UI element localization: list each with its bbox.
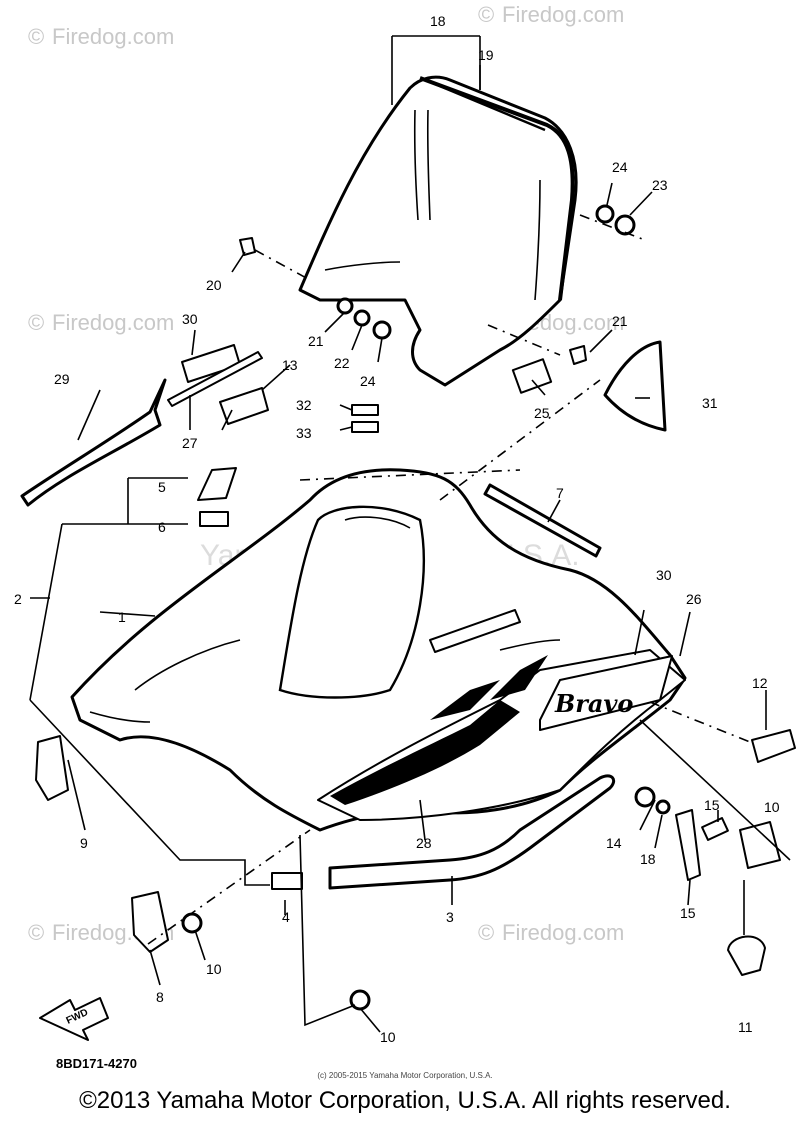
watermark-copyright: © — [478, 2, 494, 27]
hood-part: Bravo — [70, 468, 687, 832]
callout-15: 14 — [606, 835, 622, 851]
callout-31: 31 — [702, 395, 718, 411]
callout-13: 12 — [752, 675, 768, 691]
callout-32: 32 — [296, 397, 312, 413]
bravo-decal: Bravo — [539, 655, 673, 731]
callout-30b: 30 — [656, 567, 672, 583]
callout-21: 20 — [206, 277, 222, 293]
bracket-11 — [739, 821, 781, 869]
callout-17: 15 — [704, 797, 720, 813]
latch-8 — [131, 891, 169, 953]
pad-6 — [199, 511, 229, 527]
strip-7 — [483, 483, 602, 558]
callout-7: 7 — [556, 485, 564, 501]
seal-strip — [328, 774, 616, 890]
callout-27: 27 — [182, 435, 198, 451]
nut-24 — [595, 204, 615, 224]
washer-18 — [655, 799, 671, 815]
watermark-firedog: Firedog.com — [52, 310, 174, 335]
footer-copyright: ©2013 Yamaha Motor Corporation, U.S.A. A… — [79, 1087, 731, 1114]
decal-29 — [20, 378, 167, 507]
nut-24b — [372, 320, 392, 340]
watermark-copyright: © — [478, 920, 494, 945]
callout-26: 26 — [686, 591, 702, 607]
grommet-10 — [181, 912, 203, 934]
callout-21b: 21 — [612, 313, 628, 329]
knob-12 — [727, 935, 766, 976]
watermark-firedog: Firedog.com — [52, 24, 174, 49]
callout-6: 6 — [158, 519, 166, 535]
callout-8: 8 — [156, 989, 164, 1005]
watermark-firedog: Firedog.com — [502, 920, 624, 945]
windshield-part — [298, 75, 578, 387]
callout-10b: 10 — [380, 1029, 396, 1045]
hinge-13 — [751, 729, 796, 763]
latch-9 — [35, 735, 69, 801]
callout-5: 5 — [158, 479, 166, 495]
decal-31 — [603, 340, 667, 432]
callout-24b: 24 — [360, 373, 376, 389]
callout-28: 28 — [416, 835, 432, 851]
watermark-copyright: © — [28, 920, 44, 945]
nut-23b — [353, 309, 371, 327]
small-copyright: (c) 2005-2015 Yamaha Motor Corporation, … — [317, 1071, 493, 1080]
callout-25: 25 — [534, 405, 550, 421]
callout-1: 1 — [118, 609, 126, 625]
watermark-copyright: © — [28, 310, 44, 335]
callout-9: 9 — [80, 835, 88, 851]
sleeve-17 — [701, 817, 729, 841]
callout-30: 30 — [182, 311, 198, 327]
pad-4 — [271, 872, 303, 890]
callout-12: 11 — [738, 1019, 753, 1035]
callout-16: 15 — [680, 905, 696, 921]
callout-29: 29 — [54, 371, 70, 387]
callout-3: 3 — [446, 909, 454, 925]
callout-10: 10 — [206, 961, 222, 977]
watermark-copyright: © — [28, 24, 44, 49]
washer-22 — [336, 297, 354, 315]
bracket-16 — [675, 809, 701, 881]
leader-lines — [29, 35, 791, 1033]
pad-32 — [351, 404, 379, 416]
decal-text: Bravo — [554, 689, 633, 718]
callout-labels: 18 19 24 23 20 21 30 21 22 24 13 29 32 3… — [14, 13, 780, 1045]
callout-20: 19 — [478, 47, 494, 63]
callout-33: 33 — [296, 425, 312, 441]
screw-21b — [569, 345, 587, 365]
pad-25 — [511, 358, 553, 394]
strip-27 — [167, 351, 263, 407]
bracket-14 — [219, 387, 269, 425]
callout-23b: 22 — [334, 355, 350, 371]
callout-24: 24 — [612, 159, 628, 175]
callout-11: 10 — [764, 799, 780, 815]
callout-22: 21 — [308, 333, 324, 349]
pad-5 — [197, 467, 237, 501]
nut-23 — [614, 214, 636, 236]
callout-19: 18 — [430, 13, 446, 29]
callout-23: 23 — [652, 177, 668, 193]
callout-2: 2 — [14, 591, 22, 607]
callout-18: 18 — [640, 851, 656, 867]
drawing-code: 8BD171-4270 — [56, 1056, 137, 1071]
watermark-firedog: Firedog.com — [502, 2, 624, 27]
screw-21 — [239, 237, 256, 256]
callout-14: 13 — [282, 357, 298, 373]
pad-33 — [351, 421, 379, 433]
grommet-15 — [634, 786, 656, 808]
callout-4: 4 — [282, 909, 290, 925]
fwd-arrow-icon: FWD — [39, 997, 109, 1041]
